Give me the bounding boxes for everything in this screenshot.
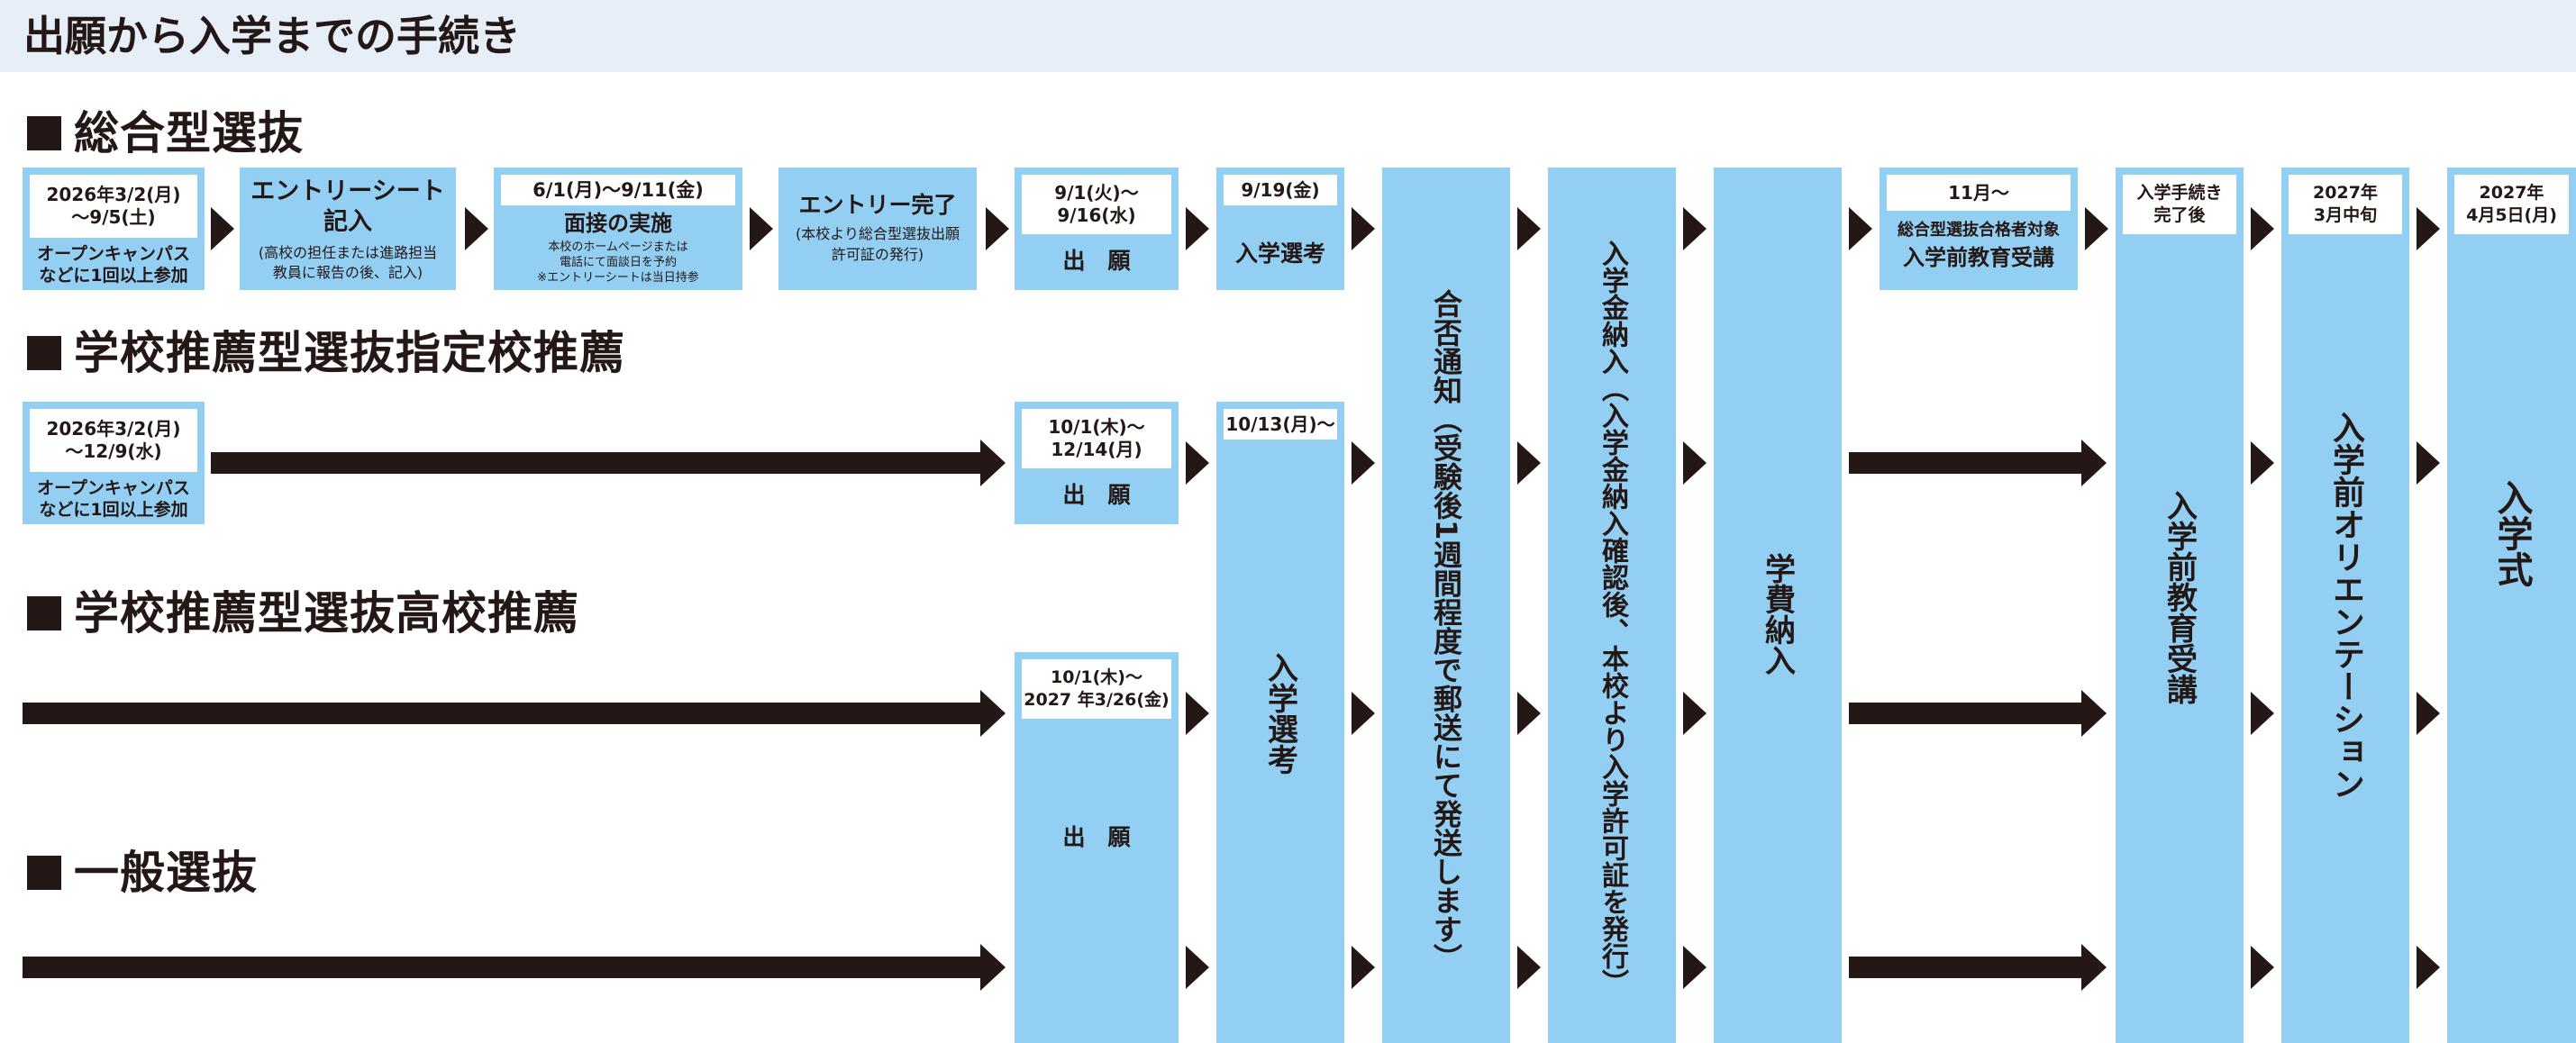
result-notice-column: 合否通知（受験後1週間程度で郵送にて発送します） — [1382, 168, 1510, 1043]
sogo-interview-box: 6/1(月)～9/11(金) 面接の実施 本校のホームページまたは電話にて面談日… — [494, 168, 742, 290]
arrow-right-icon — [1186, 692, 1209, 735]
long-arrow-icon — [211, 440, 1006, 486]
long-arrow-icon — [1849, 944, 2107, 991]
sogo-entry-sheet-box: エントリーシート記入 (高校の担任または進路担当教員に報告の後、記入) — [240, 168, 456, 290]
section-heading-sogo: 総合型選抜 — [27, 106, 304, 160]
sogo-entry-complete-box: エントリー完了 (本校より総合型選抜出願許可証の発行) — [778, 168, 977, 290]
arrow-right-icon — [2251, 207, 2274, 250]
koko-ippan-application-box: 10/1(木)～2027 年3/26(金) 出 願 — [1015, 652, 1179, 1043]
arrow-right-icon — [1683, 441, 1707, 485]
pre-education-vertical-label: 入学前教育受講 — [2161, 490, 2198, 704]
section-heading-koko: 学校推薦型選抜高校推薦 — [27, 586, 579, 640]
section-heading-shitei: 学校推薦型選抜指定校推薦 — [27, 326, 625, 380]
orientation-label: 入学前オリエンテーション — [2327, 411, 2364, 800]
sogo-entry-complete-title: エントリー完了 — [798, 192, 957, 218]
sogo-open-campus-date: 2026年3/2(月)～9/5(土) — [30, 175, 197, 238]
arrow-right-icon — [2251, 692, 2274, 735]
arrow-right-icon — [1186, 207, 1209, 250]
shitei-application-box: 10/1(木)～12/14(月) 出 願 — [1015, 402, 1179, 524]
arrow-right-icon — [1352, 441, 1375, 485]
sogo-entry-sheet-title: エントリーシート記入 — [250, 177, 445, 236]
arrow-right-icon — [465, 207, 488, 250]
square-bullet-icon — [27, 596, 61, 630]
tuition-column: 学費納入 — [1714, 168, 1842, 1043]
arrow-right-icon — [1517, 692, 1541, 735]
arrow-right-icon — [1683, 946, 1707, 989]
shitei-application-label: 出 願 — [1062, 482, 1131, 508]
arrow-right-icon — [1352, 946, 1375, 989]
sogo-interview-date: 6/1(月)～9/11(金) — [501, 175, 735, 205]
koko-application-date: 10/1(木)～2027 年3/26(金) — [1022, 659, 1171, 719]
tuition-label: 学費納入 — [1759, 553, 1796, 676]
sogo-entry-sheet-note: (高校の担任または進路担当教員に報告の後、記入) — [258, 244, 438, 281]
arrow-right-icon — [1186, 441, 1209, 485]
sogo-entry-complete-note: (本校より総合型選抜出願許可証の発行) — [796, 225, 960, 263]
arrow-right-icon — [2417, 441, 2440, 485]
sogo-exam-date: 9/19(金) — [1224, 175, 1337, 205]
arrow-right-icon — [1849, 207, 1872, 250]
long-arrow-icon — [23, 690, 1006, 737]
arrow-right-icon — [2251, 441, 2274, 485]
pre-education-column: 入学手続き完了後 入学前教育受講 — [2116, 168, 2244, 1043]
long-arrow-icon — [1849, 690, 2107, 737]
square-bullet-icon — [27, 336, 61, 370]
sogo-interview-title: 面接の実施 — [564, 211, 672, 236]
sogo-pre-education-title: 入学前教育受講 — [1903, 245, 2054, 270]
square-bullet-icon — [27, 856, 61, 890]
sogo-application-date: 9/1(火)～9/16(水) — [1022, 175, 1171, 234]
shitei-open-campus-date: 2026年3/2(月)～12/9(水) — [30, 409, 197, 472]
shitei-application-date: 10/1(木)～12/14(月) — [1022, 409, 1171, 468]
sogo-application-box: 9/1(火)～9/16(水) 出 願 — [1015, 168, 1179, 290]
arrow-right-icon — [2417, 207, 2440, 250]
exam-vertical-label: 入学選考 — [1261, 652, 1298, 775]
sogo-open-campus-note: オープンキャンパスなどに1回以上参加 — [37, 244, 190, 286]
arrow-right-icon — [2417, 946, 2440, 989]
enrollment-fee-label: 入学金納入（入学金納入確認後、本校より入学許可証を発行） — [1597, 240, 1628, 996]
shitei-exam-date: 10/13(月)～ — [1224, 409, 1337, 440]
arrow-right-icon — [2417, 692, 2440, 735]
ceremony-label: 入学式 — [2490, 479, 2533, 587]
arrow-right-icon — [1186, 946, 1209, 989]
arrow-right-icon — [211, 207, 234, 250]
arrow-right-icon — [1517, 207, 1541, 250]
arrow-right-icon — [1683, 207, 1707, 250]
sogo-interview-note: 本校のホームページまたは電話にて面談日を予約※エントリーシートは当日持参 — [537, 240, 699, 285]
sogo-open-campus-box: 2026年3/2(月)～9/5(土) オープンキャンパスなどに1回以上参加 — [23, 168, 205, 290]
shitei-open-campus-box: 2026年3/2(月)～12/9(水) オープンキャンパスなどに1回以上参加 — [23, 402, 205, 524]
section-heading-ippan: 一般選抜 — [27, 846, 258, 900]
arrow-right-icon — [986, 207, 1009, 250]
long-arrow-icon — [1849, 440, 2107, 486]
sogo-exam-label: 入学選考 — [1234, 240, 1325, 267]
shitei-open-campus-note: オープンキャンパスなどに1回以上参加 — [37, 478, 190, 520]
arrow-right-icon — [1352, 692, 1375, 735]
sogo-pre-education-date: 11月～ — [1887, 175, 2071, 211]
title-bar: 出願から入学までの手続き — [0, 0, 2576, 72]
enrollment-fee-column: 入学金納入（入学金納入確認後、本校より入学許可証を発行） — [1548, 168, 1676, 1043]
square-bullet-icon — [27, 116, 61, 150]
koko-application-label: 出 願 — [1062, 824, 1131, 850]
page-title: 出願から入学までの手続き — [23, 12, 521, 60]
result-notice-label: 合否通知（受験後1週間程度で郵送にて発送します） — [1429, 289, 1463, 973]
sogo-pre-education-note: 総合型選抜合格者対象 — [1898, 221, 2060, 240]
arrow-right-icon — [1352, 207, 1375, 250]
arrow-right-icon — [1683, 692, 1707, 735]
arrow-right-icon — [750, 207, 773, 250]
arrow-right-icon — [1517, 946, 1541, 989]
arrow-right-icon — [2251, 946, 2274, 989]
sogo-pre-education-box: 11月～ 総合型選抜合格者対象 入学前教育受講 — [1880, 168, 2078, 290]
arrow-right-icon — [2085, 207, 2108, 250]
exam-column-box: 10/13(月)～ 入学選考 — [1216, 402, 1344, 1043]
long-arrow-icon — [23, 944, 1006, 991]
sogo-application-label: 出 願 — [1062, 248, 1131, 274]
procedure-complete-label: 入学手続き完了後 — [2123, 175, 2236, 234]
arrow-right-icon — [1517, 441, 1541, 485]
sogo-exam-box: 9/19(金) 入学選考 — [1216, 168, 1344, 290]
